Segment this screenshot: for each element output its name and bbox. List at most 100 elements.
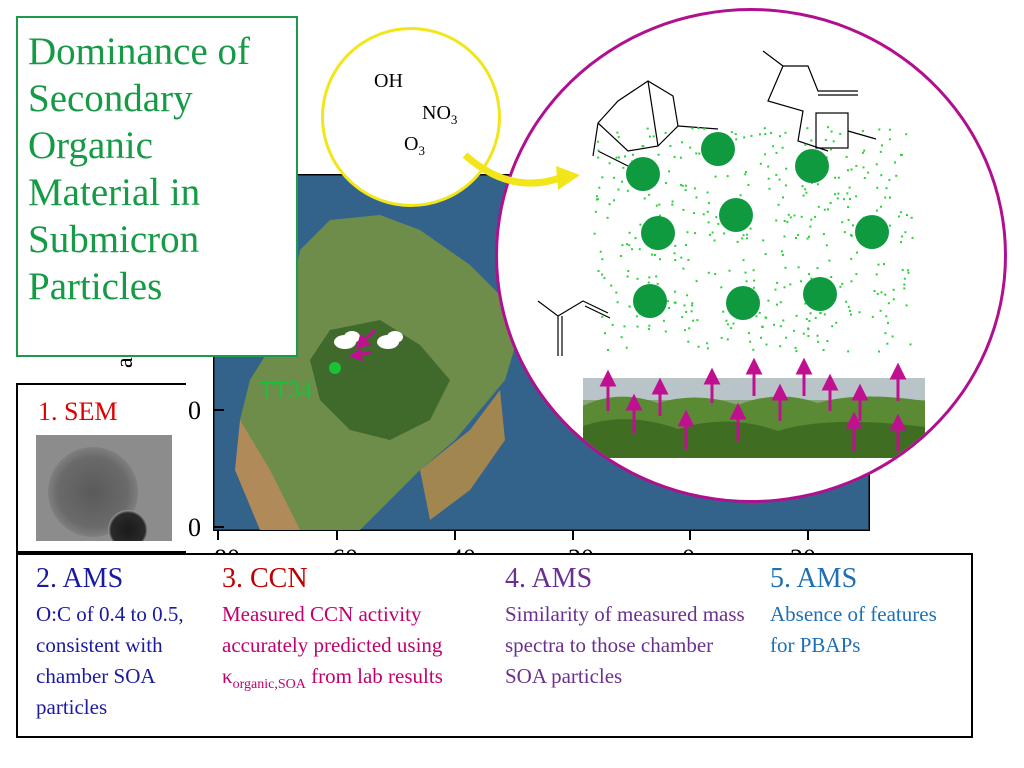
- vapor-dot: [776, 303, 778, 306]
- vapor-dot: [628, 231, 631, 234]
- vapor-dot: [878, 350, 880, 353]
- vapor-dot: [830, 276, 833, 278]
- vapor-dot: [777, 203, 780, 206]
- vapor-dot: [687, 258, 690, 261]
- evidence-body: Absence of features for PBAPs: [770, 602, 937, 657]
- vapor-dot: [816, 267, 819, 270]
- vapor-dot: [785, 336, 787, 339]
- vapor-dot: [662, 319, 665, 322]
- vapor-dot: [720, 286, 723, 289]
- vapor-dot: [900, 153, 902, 156]
- vapor-dot: [907, 271, 910, 274]
- vapor-dot: [634, 237, 637, 240]
- vapor-dot: [823, 208, 826, 211]
- oxidant-circle: OH NO3 O3: [321, 27, 501, 207]
- vapor-dot: [653, 254, 656, 256]
- vapor-dot: [884, 293, 887, 296]
- vapor-dot: [674, 244, 677, 247]
- vapor-dot: [867, 171, 870, 174]
- vapor-dot: [679, 156, 682, 159]
- vapor-dot: [903, 287, 906, 290]
- vapor-dot: [696, 319, 699, 322]
- vapor-dot: [786, 220, 789, 223]
- vapor-dot: [686, 294, 689, 297]
- vapor-dot: [823, 313, 826, 316]
- vapor-dot: [824, 138, 827, 141]
- vapor-dot: [773, 323, 775, 326]
- evidence-heading: 2. AMS: [36, 563, 124, 594]
- slide-title: Dominance of Secondary Organic Material …: [28, 30, 251, 308]
- vapor-dot: [780, 250, 783, 253]
- vapor-dot: [906, 214, 908, 217]
- vapor-dot: [743, 136, 746, 139]
- sem-micrograph: [36, 435, 172, 541]
- vapor-dot: [901, 268, 904, 271]
- vapor-dot: [691, 302, 694, 305]
- vapor-dot: [884, 332, 887, 335]
- vapor-dot: [880, 205, 882, 208]
- vapor-dot: [681, 184, 684, 187]
- vapor-dot: [885, 187, 888, 190]
- vapor-dot: [697, 345, 700, 348]
- vapor-dot: [636, 277, 639, 280]
- soa-particles: [626, 132, 889, 320]
- vapor-dot: [744, 271, 747, 274]
- vapor-dot: [850, 234, 853, 237]
- vapor-dot: [842, 198, 845, 201]
- vapor-dot: [689, 146, 692, 149]
- vapor-dot: [878, 128, 881, 131]
- vapor-dot: [703, 127, 706, 130]
- vapor-dot: [601, 273, 603, 276]
- vapor-dot: [616, 301, 619, 304]
- vapor-dot: [707, 202, 710, 205]
- vapor-dot: [848, 309, 851, 312]
- vapor-dot: [855, 195, 858, 198]
- vapor-dot: [674, 290, 677, 293]
- vapor-dot: [742, 234, 745, 237]
- vapor-dot: [761, 326, 764, 329]
- vapor-dot: [758, 311, 761, 314]
- vapor-dot: [800, 280, 802, 283]
- tt34-site-marker: [329, 362, 341, 374]
- vapor-dot: [871, 315, 874, 318]
- particle: [719, 198, 753, 232]
- vapor-dot: [674, 259, 677, 261]
- vapor-dot: [814, 316, 817, 319]
- vapor-dot: [695, 280, 698, 283]
- vapor-dot: [626, 243, 628, 246]
- vapor-dot: [905, 304, 908, 307]
- vapor-dot: [783, 286, 786, 289]
- vapor-dot: [692, 319, 695, 322]
- vapor-dot: [763, 127, 766, 130]
- vapor-dot: [673, 252, 676, 255]
- vapor-dot: [736, 240, 739, 243]
- vapor-dot: [861, 151, 864, 154]
- vapor-dot: [809, 312, 812, 315]
- oh-label: OH: [374, 70, 403, 92]
- particle: [626, 157, 660, 191]
- vapor-dot: [850, 280, 853, 283]
- vapor-dot: [910, 216, 913, 219]
- o3-label: O3: [404, 133, 425, 159]
- vapor-dot: [625, 346, 628, 349]
- vapor-dot: [765, 316, 768, 319]
- vapor-dot: [723, 232, 726, 235]
- kappa-subscript: organic,SOA: [232, 677, 306, 693]
- vapor-dot: [694, 232, 697, 235]
- vapor-dot: [875, 209, 878, 212]
- vapor-dot: [627, 270, 630, 273]
- vapor-dot: [753, 279, 756, 282]
- vapor-dot: [841, 221, 844, 224]
- vapor-dot: [626, 275, 629, 278]
- vapor-dot: [698, 152, 701, 155]
- emission-arrows: [599, 357, 907, 451]
- vapor-dot: [793, 214, 796, 217]
- vapor-dot: [888, 128, 891, 131]
- vapor-dot: [752, 269, 755, 272]
- vapor-dot: [873, 290, 876, 292]
- vapor-dot: [875, 163, 878, 166]
- vapor-dot: [797, 266, 800, 269]
- vapor-dot: [806, 127, 809, 130]
- soa-illustration: [537, 50, 925, 458]
- vapor-dot: [759, 162, 762, 165]
